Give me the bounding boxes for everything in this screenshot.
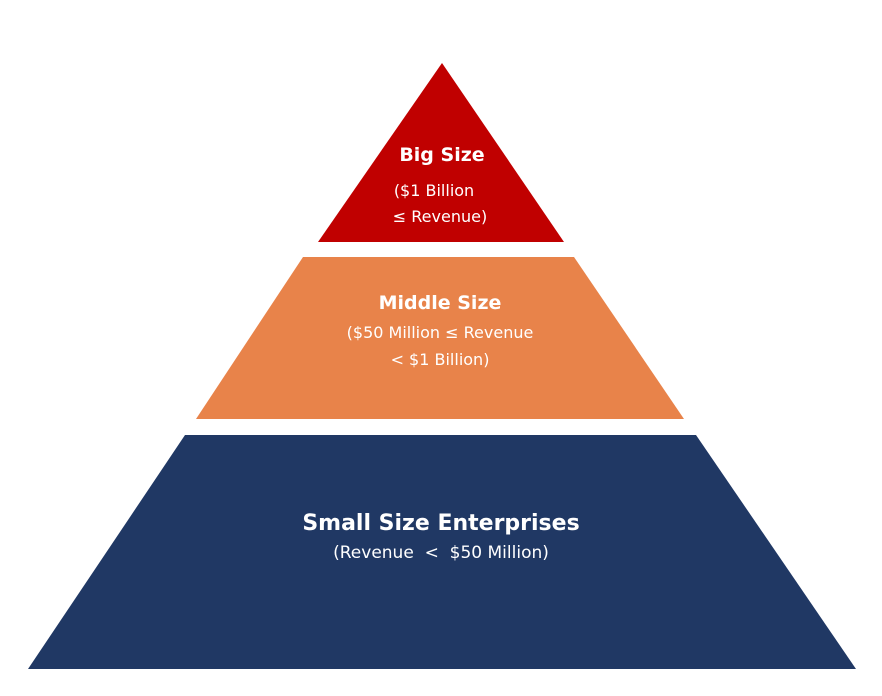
tier-middle-size-line-2: < $1 Billion) <box>391 350 490 369</box>
tier-big-size-shape <box>318 63 564 242</box>
tier-big-size: Big Size ($1 Billion ≤ Revenue) <box>318 63 564 242</box>
tier-middle-size-shape <box>196 257 684 419</box>
tier-middle-size-title: Middle Size <box>379 292 502 314</box>
tier-big-size-title: Big Size <box>399 144 484 166</box>
tier-big-size-line-2: ≤ Revenue) <box>393 207 487 226</box>
tier-middle-size: Middle Size ($50 Million ≤ Revenue < $1 … <box>196 257 684 419</box>
tier-small-size-shape <box>28 435 856 669</box>
tier-small-size-line-1: (Revenue < $50 Million) <box>333 543 549 563</box>
tier-middle-size-line-1: ($50 Million ≤ Revenue <box>347 323 534 342</box>
tier-small-size-title: Small Size Enterprises <box>302 511 579 536</box>
tier-small-size: Small Size Enterprises (Revenue < $50 Mi… <box>28 435 856 669</box>
tier-big-size-line-1: ($1 Billion <box>394 181 474 200</box>
